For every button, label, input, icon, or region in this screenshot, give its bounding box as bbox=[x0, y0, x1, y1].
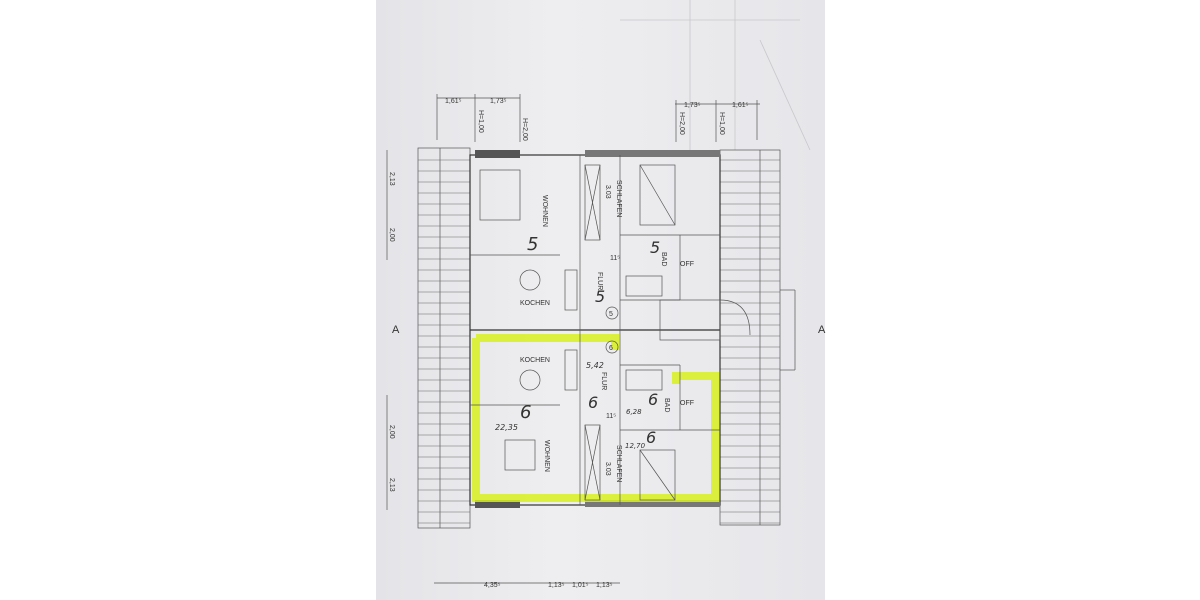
handwritten-6-bath: 6 bbox=[648, 390, 658, 409]
unit-5-marker bbox=[605, 306, 619, 320]
background-lines bbox=[620, 0, 811, 151]
dim-bottom-2: 1,13⁵ bbox=[548, 582, 565, 589]
area-bath-6: 6,28 bbox=[626, 408, 642, 416]
handwritten-6-hall: 6 bbox=[588, 393, 598, 412]
label-bad-6: BAD bbox=[663, 398, 670, 412]
label-kochen-5: KOCHEN bbox=[520, 300, 550, 307]
dormer-wall bbox=[475, 500, 520, 508]
unit-6-highlight bbox=[472, 334, 719, 502]
dim-side-lower-2: 2,13 bbox=[388, 478, 395, 492]
dormer-wall bbox=[475, 150, 520, 158]
dim-bottom-1: 4,35⁵ bbox=[484, 582, 501, 589]
dim-bottom-3: 1,01⁵ bbox=[572, 582, 589, 589]
label-wohnen-6: WOHNEN bbox=[543, 440, 550, 472]
dim-top-left-1: 1,61⁵ bbox=[445, 98, 462, 105]
roof-tile-lines bbox=[418, 159, 780, 524]
area-hall-6: 5,42 bbox=[586, 361, 604, 370]
label-wohnen-5: WOHNEN bbox=[541, 195, 548, 227]
label-flur-6: FLUR bbox=[600, 372, 607, 390]
section-marker-right: A bbox=[818, 324, 826, 336]
label-bad-5: BAD bbox=[660, 252, 667, 266]
unit-6-number: 6 bbox=[609, 345, 613, 352]
area-bedroom-6: 12,70 bbox=[625, 442, 646, 450]
handwritten-5-hall: 5 bbox=[595, 287, 605, 306]
height-left-1: H=1,00 bbox=[477, 110, 484, 133]
section-marker-left: A bbox=[392, 324, 400, 336]
wall-hatch bbox=[585, 150, 720, 157]
handwritten-6-living: 6 bbox=[520, 402, 531, 423]
staircase bbox=[659, 289, 796, 371]
height-right-2: H=1,00 bbox=[718, 112, 725, 135]
handwritten-6-bedroom: 6 bbox=[646, 428, 656, 447]
wall-hatch bbox=[585, 500, 720, 507]
dim-side-upper-2: 2,00 bbox=[388, 228, 395, 242]
area-living-6: 22,35 bbox=[495, 423, 518, 432]
dim-bottom-4: 1,13⁵ bbox=[596, 582, 613, 589]
top-dimensions bbox=[436, 94, 760, 142]
dim-top-right-1: 1,73⁵ bbox=[684, 102, 701, 109]
label-off-6: OFF bbox=[680, 400, 694, 407]
handwritten-5-living: 5 bbox=[527, 234, 538, 255]
unit-5-number: 5 bbox=[609, 311, 613, 318]
dim-top-right-2: 1,61⁵ bbox=[732, 102, 749, 109]
label-schlafen-6: SCHLAFEN bbox=[615, 445, 622, 482]
bedroom-width-6: 3.03 bbox=[604, 462, 611, 476]
label-schlafen-5: SCHLAFEN bbox=[615, 180, 622, 217]
label-kochen-6: KOCHEN bbox=[520, 357, 550, 364]
label-flur-5: FLUR bbox=[596, 272, 603, 290]
handwritten-5-bath: 5 bbox=[650, 238, 660, 257]
dim-side-upper-1: 2,13 bbox=[388, 172, 395, 186]
door-dim-5: 11⁵ bbox=[610, 255, 620, 262]
bedroom-width-5: 3.03 bbox=[604, 185, 611, 199]
unit-6-marker bbox=[605, 340, 619, 354]
label-off-5: OFF bbox=[680, 261, 694, 268]
roof-left bbox=[417, 147, 471, 529]
dim-top-left-2: 1,73⁵ bbox=[490, 98, 507, 105]
unit-5-walls bbox=[470, 155, 720, 330]
height-right-1: H=2,00 bbox=[678, 112, 685, 135]
roof-right bbox=[719, 149, 781, 526]
door-dim-6: 11⁵ bbox=[606, 413, 616, 420]
height-left-2: H=2,00 bbox=[521, 118, 528, 141]
dim-side-lower-1: 2,00 bbox=[388, 425, 395, 439]
unit-6-walls bbox=[470, 330, 720, 505]
